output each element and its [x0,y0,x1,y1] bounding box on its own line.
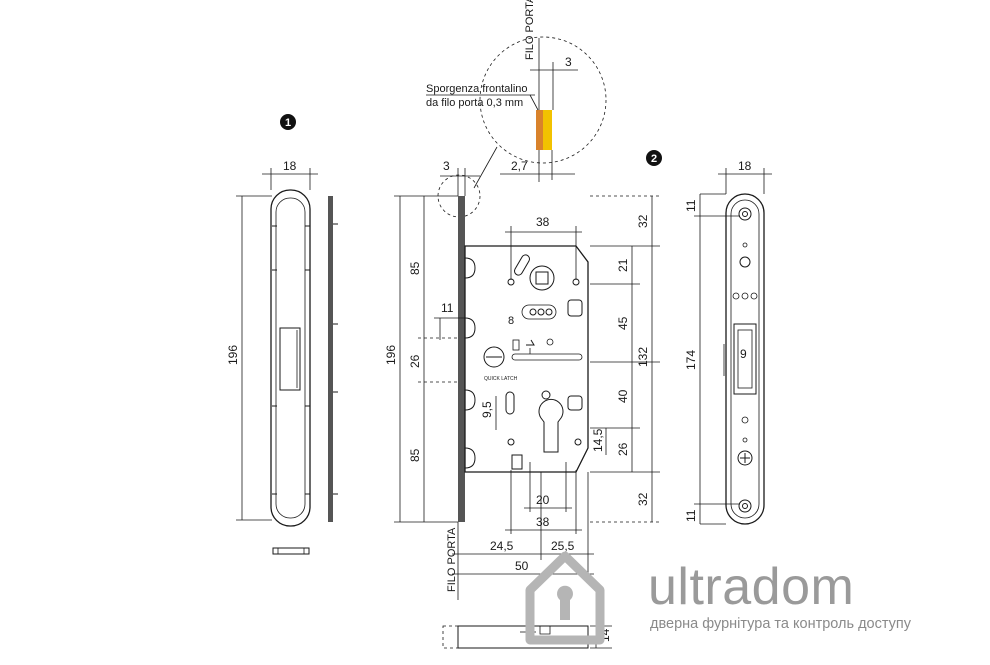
view-3-dim-height: 174 [684,350,698,370]
detail-dim-3: 3 [565,55,572,69]
view-2-dim-85-bottom: 85 [408,448,422,462]
view-2-dim-11: 11 [441,301,454,315]
callout-1: 1 [280,114,296,130]
view-1-faceplate: 18 196 [226,159,318,555]
view-2-lock-body: QUICK LATCH 8 32 21 45 132 40 [384,159,660,649]
faceplate-latch-window [279,327,301,391]
view-2-dim-bottom-32: 32 [636,492,650,506]
cylinder-profile [538,398,564,453]
faceplate-outline [270,189,311,527]
view-2-dim-s8: 8 [508,315,514,327]
screw-phillips-icon [737,450,753,466]
view-2-dim-50: 50 [515,559,529,573]
view-2-dim-196: 196 [384,345,398,365]
view-1-dim-width: 18 [283,159,297,173]
lock-case [464,245,589,473]
ultradom-watermark: ultradom дверна фурнітура та контроль до… [525,551,912,645]
view-2-dim-24-5: 24,5 [490,539,514,553]
detail-door-edge-label: FILO PORTA [524,0,536,60]
view-3-dim-width: 18 [738,159,752,173]
view-2-dim-20: 20 [536,493,550,507]
callout-2: 2 [646,150,662,166]
detail-circle [479,36,607,164]
detail-dim-2-7: 2,7 [511,159,528,173]
detail-note-line-2: da filo porta 0,3 mm [426,97,523,109]
side-profile-bar [328,196,333,522]
view-2-dim-132: 132 [636,347,650,367]
view-2-dim-40: 40 [616,389,630,403]
view-2-dim-bottom-38: 38 [536,515,550,529]
latch-cam [483,346,505,368]
view-3-dim-9: 9 [740,347,747,361]
faceplate-side-profile [328,196,338,522]
watermark-tagline: дверна фурнітура та контроль доступу [650,616,912,632]
view-3-dim-bottom-11: 11 [684,509,698,522]
view-1-dim-height: 196 [226,345,240,365]
view-2-dim-9-5: 9,5 [480,401,494,418]
faceplate-front-layer [536,110,543,150]
view-2-door-edge-label: FILO PORTA [446,527,458,592]
faceplate-end-view [272,547,310,555]
detail-note-line-1: Sporgenza frontalino [426,83,528,95]
view-3-dim-top-11: 11 [684,199,698,212]
view-2-dim-front-3: 3 [443,159,450,173]
view-2-dim-top-32: 32 [636,214,650,228]
view-2-dim-25-5: 25,5 [551,539,575,553]
callout-1-label: 1 [285,117,291,129]
view-3-strike-plate: 9 18 174 11 11 [684,159,772,525]
watermark-brand: ultradom [648,558,854,616]
view-2-dim-26-left: 26 [408,354,422,368]
quick-latch-label: QUICK LATCH [484,376,518,382]
strike-latch-opening [733,323,757,395]
faceplate-detail: FILO PORTA 3 Sporgenza frontalino da fil… [426,0,607,218]
house-key-logo-icon [525,551,605,645]
view-2-dim-26: 26 [616,442,630,456]
callout-2-label: 2 [651,153,657,165]
lock-forend [458,196,465,522]
faceplate-back-layer [543,110,552,150]
view-2-dim-14-5: 14,5 [591,428,605,452]
view-2-dim-top-38: 38 [536,215,550,229]
view-2-dim-85-top: 85 [408,261,422,275]
view-2-dim-45: 45 [616,316,630,330]
view-2-dim-21: 21 [616,258,630,272]
lock-follower [529,265,555,291]
strike-plate-outline [725,193,765,525]
